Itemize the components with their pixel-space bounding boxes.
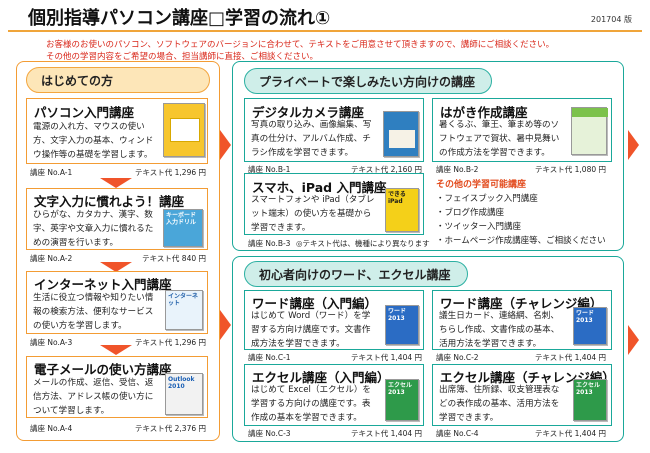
smartphone-note: ◎テキスト代は、機種により異なります xyxy=(296,239,430,248)
smartphone-book-label: できる iPad xyxy=(388,191,406,205)
word-intro-book-image: ワード 2013 xyxy=(385,305,419,345)
right-arrow-icon xyxy=(628,130,639,160)
notice-line-2: その他の学習内容をご希望の場合、担当講師に直接、ご相談ください。 xyxy=(46,52,319,62)
word-intro-card[interactable]: ワード講座（入門編） はじめて Word（ワード）を学習する方向け講座です。文書… xyxy=(244,290,424,350)
other-course-item: ・ツイッター入門講座 xyxy=(436,222,522,232)
typing-card[interactable]: 文字入力に慣れよう！講座 ひらがな、カタカナ、漢字、数字、英字や文章入力に慣れる… xyxy=(26,188,208,250)
email-book-label: Outlook 2010 xyxy=(168,376,195,390)
right-arrow-icon xyxy=(628,325,639,355)
pc-intro-desc: 電源の入れ方、マウスの使い方、文字入力の基本、ウィンドウ操作等の基礎を学習します… xyxy=(33,122,154,160)
typing-price: テキスト代 840 円 xyxy=(142,254,206,263)
private-section-header: プライベートで楽しみたい方向けの講座 xyxy=(244,68,492,94)
word-challenge-price: テキスト代 1,404 円 xyxy=(534,353,606,362)
other-courses-title: その他の学習可能講座 xyxy=(436,180,527,190)
internet-price: テキスト代 1,296 円 xyxy=(134,338,206,347)
excel-challenge-title: エクセル講座（チャレンジ編） xyxy=(440,370,615,385)
pc-intro-card[interactable]: パソコン入門講座 電源の入れ方、マウスの使い方、文字入力の基本、ウィンドウ操作等… xyxy=(26,98,208,164)
postcard-card[interactable]: はがき作成講座 暑くるぶ、筆王、筆まめ等のソフトウェアで賀状、暑中見舞いの作成方… xyxy=(432,98,612,162)
excel-challenge-book-label: エクセル 2013 xyxy=(576,382,601,396)
typing-desc: ひらがな、カタカナ、漢字、数字、英字や文章入力に慣れるための演習を行います。 xyxy=(33,210,154,248)
word-intro-title: ワード講座（入門編） xyxy=(252,296,378,311)
excel-intro-desc: はじめて Excel（エクセル）を学習する方向けの講座です。表作成の基本を学習で… xyxy=(251,385,372,423)
excel-challenge-book-image: エクセル 2013 xyxy=(573,379,607,421)
word-challenge-code: 講座 No.C-2 xyxy=(436,353,479,362)
down-arrow-icon xyxy=(100,345,132,355)
down-arrow-icon xyxy=(100,178,132,188)
camera-book-image xyxy=(383,111,419,157)
other-course-item: ・フェイスブック入門講座 xyxy=(436,194,538,204)
email-price: テキスト代 2,376 円 xyxy=(134,424,206,433)
excel-intro-price: テキスト代 1,404 円 xyxy=(350,429,422,438)
excel-intro-title: エクセル講座（入門編） xyxy=(252,370,390,385)
typing-code: 講座 No.A-2 xyxy=(30,254,73,263)
camera-code: 講座 No.B-1 xyxy=(248,165,291,174)
camera-card[interactable]: デジタルカメラ講座 写真の取り込み、画像編集、写真の仕分け、アルバム作成、チラシ… xyxy=(244,98,424,162)
office-section-header: 初心者向けのワード、エクセル講座 xyxy=(244,261,468,287)
edition-label: 201704 版 xyxy=(590,15,632,24)
smartphone-card[interactable]: スマホ、iPad 入門講座 スマートフォンや iPad（タブレット端末）の使い方… xyxy=(244,173,424,235)
excel-intro-book-label: エクセル 2013 xyxy=(388,382,413,396)
word-challenge-desc: 議生日カード、連絡網、名刺、ちらし作成、文書作成の基本、活用方法を学習できます。 xyxy=(439,311,560,349)
internet-desc: 生活に役立つ情報や知りたい情報の検索方法、便利なサービスの使い方を学習します。 xyxy=(33,293,154,331)
beginner-section-header: はじめての方 xyxy=(26,67,210,93)
right-arrow-icon xyxy=(220,130,231,160)
pc-intro-book-image xyxy=(163,103,205,157)
excel-challenge-price: テキスト代 1,404 円 xyxy=(534,429,606,438)
notice-line-1: お客様のお使いのパソコン、ソフトウェアのバージョンに合わせて、テキストをご用意さ… xyxy=(46,40,555,50)
page-title: 個別指導パソコン講座□学習の流れ① xyxy=(28,8,331,29)
pc-intro-title: パソコン入門講座 xyxy=(34,105,135,120)
right-arrow-icon xyxy=(220,310,231,340)
email-desc: メールの作成、返信、受信、返信方法、アドレス帳の使い方について学習します。 xyxy=(33,378,154,416)
other-course-item: ・ホームページ作成講座等、ご相談ください xyxy=(436,236,606,246)
excel-challenge-card[interactable]: エクセル講座（チャレンジ編） 出席簿、住所録、収支管理表などの表作成の基本、活用… xyxy=(432,364,615,426)
email-book-image: Outlook 2010 xyxy=(165,373,203,415)
other-course-item: ・ブログ作成講座 xyxy=(436,208,505,218)
internet-card[interactable]: インターネット入門講座 生活に役立つ情報や知りたい情報の検索方法、便利なサービス… xyxy=(26,271,208,334)
typing-title: 文字入力に慣れよう！講座 xyxy=(34,194,185,209)
word-challenge-title: ワード講座（チャレンジ編） xyxy=(440,296,603,311)
excel-challenge-desc: 出席簿、住所録、収支管理表などの表作成の基本、活用方法を学習できます。 xyxy=(439,385,560,423)
camera-desc: 写真の取り込み、画像編集、写真の仕分け、アルバム作成、チラシ作成を学習できます。 xyxy=(251,120,372,158)
email-code: 講座 No.A-4 xyxy=(30,424,73,433)
postcard-desc: 暑くるぶ、筆王、筆まめ等のソフトウェアで賀状、暑中見舞いの作成方法を学習できます… xyxy=(439,120,560,158)
excel-intro-book-image: エクセル 2013 xyxy=(385,379,419,421)
typing-book-label: キーボード入力ドリル xyxy=(166,212,197,226)
word-intro-desc: はじめて Word（ワード）を学習する方向け講座です。文書作成方法を学習できます… xyxy=(251,311,371,349)
typing-book-image: キーボード入力ドリル xyxy=(163,209,203,247)
excel-intro-code: 講座 No.C-3 xyxy=(248,429,291,438)
postcard-price: テキスト代 1,080 円 xyxy=(534,165,606,174)
internet-title: インターネット入門講座 xyxy=(34,277,172,292)
smartphone-desc: スマートフォンや iPad（タブレット端末）の使い方を基礎から学習できます。 xyxy=(251,195,375,233)
postcard-book-image xyxy=(571,107,608,155)
smartphone-title: スマホ、iPad 入門講座 xyxy=(252,180,387,195)
word-intro-book-label: ワード 2013 xyxy=(388,308,407,322)
beginner-panel xyxy=(16,61,220,441)
email-title: 電子メールの使い方講座 xyxy=(34,362,172,377)
camera-title: デジタルカメラ講座 xyxy=(252,105,364,120)
internet-book-label: インターネット xyxy=(168,293,199,307)
word-challenge-card[interactable]: ワード講座（チャレンジ編） 議生日カード、連絡網、名刺、ちらし作成、文書作成の基… xyxy=(432,290,612,350)
internet-book-image: インターネット xyxy=(165,290,203,330)
excel-intro-card[interactable]: エクセル講座（入門編） はじめて Excel（エクセル）を学習する方向けの講座で… xyxy=(244,364,424,426)
title-bar xyxy=(8,4,642,32)
pc-intro-price: テキスト代 1,296 円 xyxy=(134,168,206,177)
office-panel xyxy=(232,256,624,442)
email-card[interactable]: 電子メールの使い方講座 メールの作成、返信、受信、返信方法、アドレス帳の使い方に… xyxy=(26,356,208,418)
down-arrow-icon xyxy=(100,262,132,272)
smartphone-code: 講座 No.B-3 xyxy=(248,239,291,248)
excel-challenge-code: 講座 No.C-4 xyxy=(436,429,479,438)
word-intro-price: テキスト代 1,404 円 xyxy=(350,353,422,362)
word-challenge-book-image: ワード 2013 xyxy=(573,307,607,345)
internet-code: 講座 No.A-3 xyxy=(30,338,73,347)
camera-price: テキスト代 2,160 円 xyxy=(350,165,422,174)
pc-intro-code: 講座 No.A-1 xyxy=(30,168,73,177)
smartphone-book-image: できる iPad xyxy=(385,188,419,232)
postcard-code: 講座 No.B-2 xyxy=(436,165,479,174)
postcard-title: はがき作成講座 xyxy=(440,105,528,120)
private-panel xyxy=(232,61,624,251)
word-intro-code: 講座 No.C-1 xyxy=(248,353,291,362)
word-challenge-book-label: ワード 2013 xyxy=(576,310,595,324)
